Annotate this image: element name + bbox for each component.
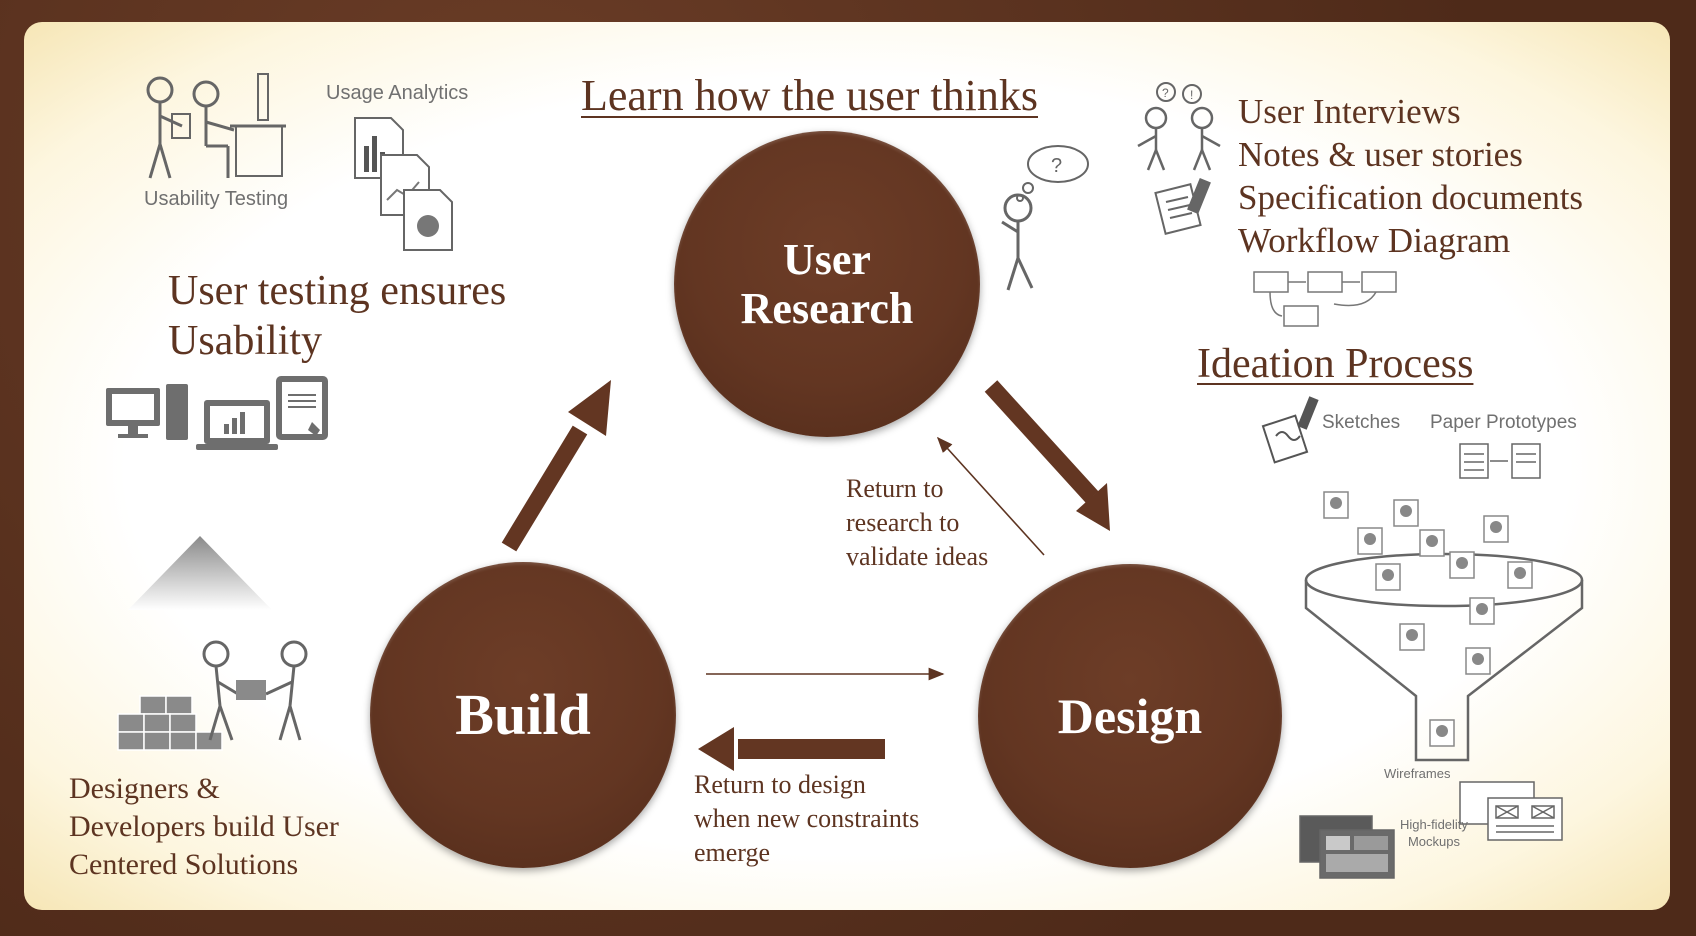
up-arrow-icon (128, 536, 272, 610)
research-item: Specification documents (1238, 178, 1584, 217)
hifi-label-line2: Mockups (1407, 834, 1460, 849)
thin-arrow-design-to-research (936, 436, 1045, 556)
ideation-heading: Ideation Process (1197, 341, 1474, 387)
constraints-note-line: emerge (694, 838, 771, 867)
research-item: Notes & user stories (1238, 135, 1523, 174)
user-research-line2: Research (740, 284, 914, 333)
paper-prototypes-label: Paper Prototypes (1430, 412, 1577, 433)
hifi-mockups-icon (1299, 815, 1395, 879)
validate-note-line: validate ideas (846, 542, 989, 571)
user-research-node: User Research (674, 131, 980, 437)
sketch-icon (1261, 396, 1319, 464)
constraints-note: Return to design when new constraints em… (694, 768, 919, 870)
usability-testing-label: Usability Testing (144, 188, 289, 210)
design-label: Design (1057, 688, 1203, 744)
arrow-build-to-research (501, 380, 611, 552)
research-item: Workflow Diagram (1238, 221, 1511, 260)
testing-heading-line2: Usability (168, 318, 322, 364)
diagram-panel: ? ? ! (24, 22, 1670, 910)
notepad-icon (1154, 177, 1211, 235)
svg-text:?: ? (1162, 86, 1169, 100)
devices-icon (106, 376, 328, 450)
svg-text:!: ! (1190, 88, 1193, 102)
arrow-design-to-build (698, 727, 885, 771)
designers-note-line: Designers & (69, 772, 220, 805)
validate-note-line: research to (846, 508, 960, 537)
diagram-graphics: ? ? ! (106, 73, 1584, 879)
hifi-label-line1: High-fidelity (1400, 817, 1468, 832)
designers-note: Designers & Developers build User Center… (69, 770, 339, 884)
learn-heading: Learn how the user thinks (581, 71, 1038, 120)
thinking-person-icon: ? (1001, 145, 1089, 291)
sketches-label: Sketches (1322, 412, 1401, 433)
paper-prototype-icon (1459, 443, 1541, 479)
designers-note-line: Developers build User (69, 810, 339, 843)
testing-heading: User testing ensures Usability (168, 266, 506, 366)
design-node: Design (978, 564, 1282, 868)
validate-note-line: Return to (846, 474, 944, 503)
designers-note-line: Centered Solutions (69, 848, 299, 881)
testing-heading-line1: User testing ensures (168, 268, 507, 314)
validate-note: Return to research to validate ideas (846, 472, 988, 574)
usage-analytics-label: Usage Analytics (326, 82, 469, 104)
hifi-mockups-label: High-fidelity Mockups (1400, 816, 1468, 850)
workflow-diagram-icon (1253, 271, 1397, 327)
wireframes-label: Wireframes (1384, 766, 1451, 781)
wireframes-icon (1459, 781, 1563, 841)
research-item: User Interviews (1238, 92, 1461, 131)
idea-bulbs (1323, 491, 1533, 747)
svg-text:?: ? (1051, 155, 1062, 177)
constraints-note-line: Return to design (694, 770, 866, 799)
usability-testing-icon (146, 73, 286, 179)
usage-analytics-icon (354, 117, 453, 251)
build-label: Build (455, 681, 591, 747)
constraints-note-line: when new constraints (694, 804, 920, 833)
build-node: Build (370, 562, 676, 868)
builders-icon (117, 640, 308, 751)
research-items-list: User Interviews Notes & user stories Spe… (1238, 90, 1583, 262)
user-research-line1: User (783, 234, 871, 284)
interview-icon: ? ! (1137, 82, 1221, 171)
arrow-research-to-design (984, 380, 1110, 531)
